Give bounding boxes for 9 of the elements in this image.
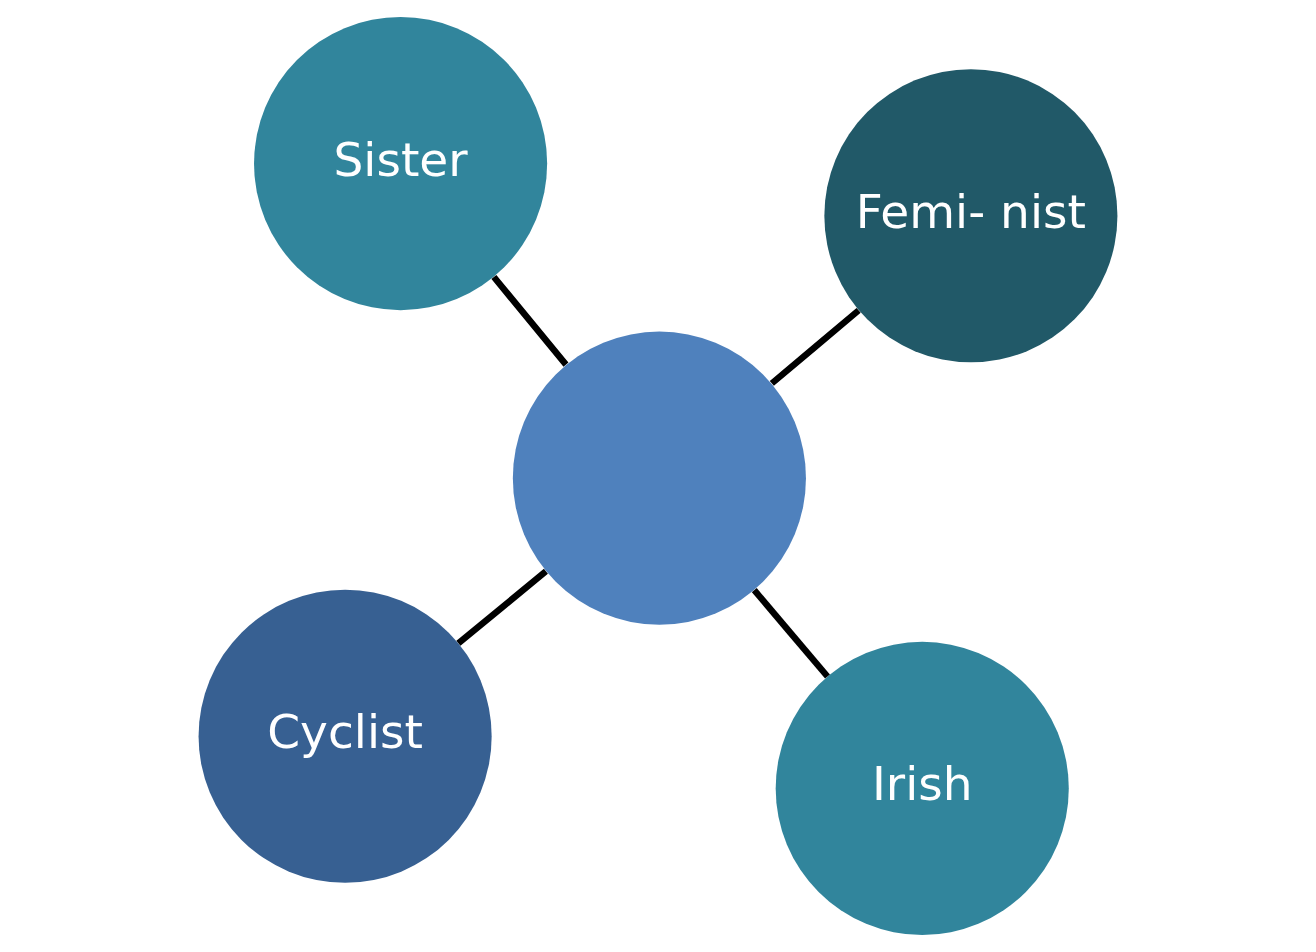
connector [751, 588, 830, 679]
node-circle [512, 331, 806, 625]
node-circle: Irish [775, 641, 1069, 935]
node-circle: Cyclist [198, 589, 492, 883]
node-circle: Sister [254, 17, 548, 311]
connector [456, 568, 548, 646]
connector [491, 274, 569, 367]
node-circle: Femi- nist [824, 69, 1118, 363]
connector [769, 307, 861, 386]
